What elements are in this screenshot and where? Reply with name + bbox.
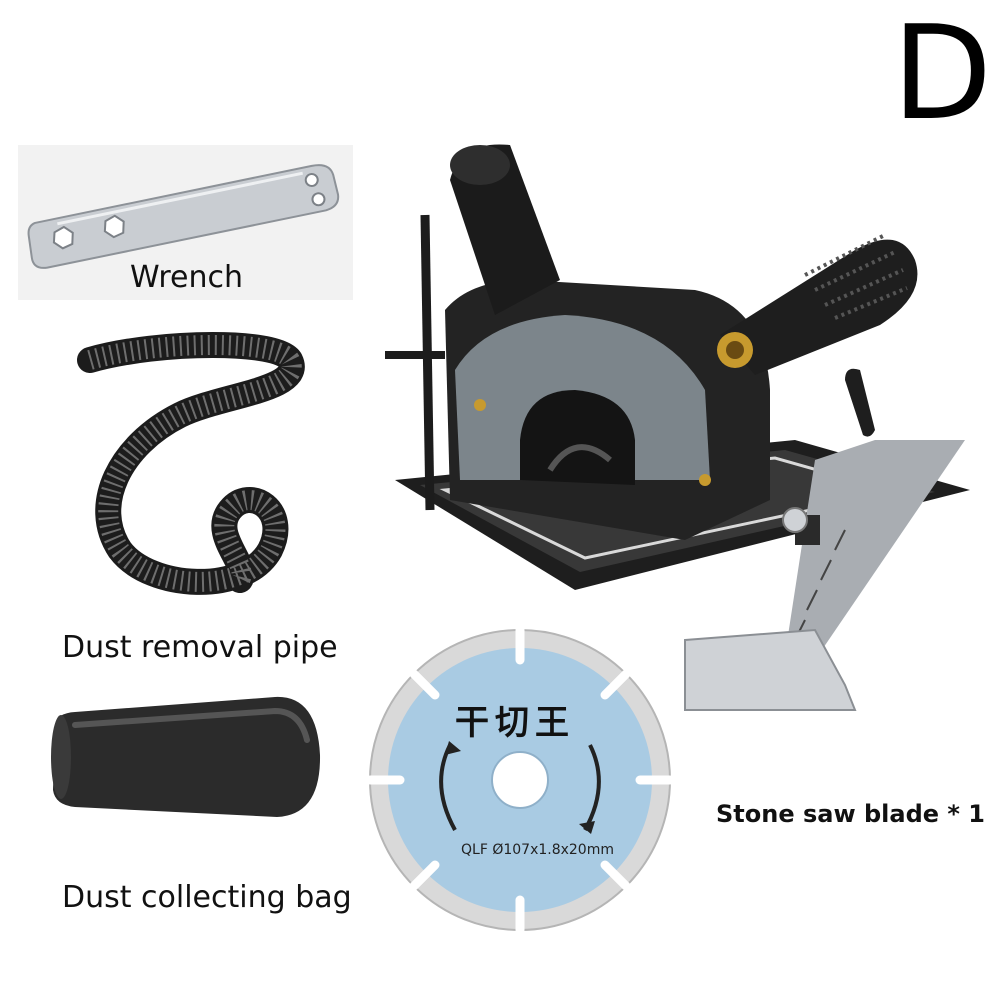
- blade-label: Stone saw blade * 1: [716, 800, 985, 828]
- pipe-label: Dust removal pipe: [62, 630, 338, 665]
- bag-label: Dust collecting bag: [62, 880, 352, 915]
- wrench-icon: [18, 145, 353, 300]
- dust-pipe-icon: [77, 332, 305, 595]
- blade-brand-text: 干切王: [455, 703, 575, 743]
- cutting-stand-icon: [385, 144, 970, 711]
- wrench-label: Wrench: [130, 260, 243, 295]
- blade-spec-text: QLF Ø107x1.8x20mm: [461, 842, 614, 858]
- dust-bag-icon: [51, 696, 321, 817]
- saw-blade-icon: [365, 625, 675, 935]
- variant-letter: D: [892, 0, 993, 149]
